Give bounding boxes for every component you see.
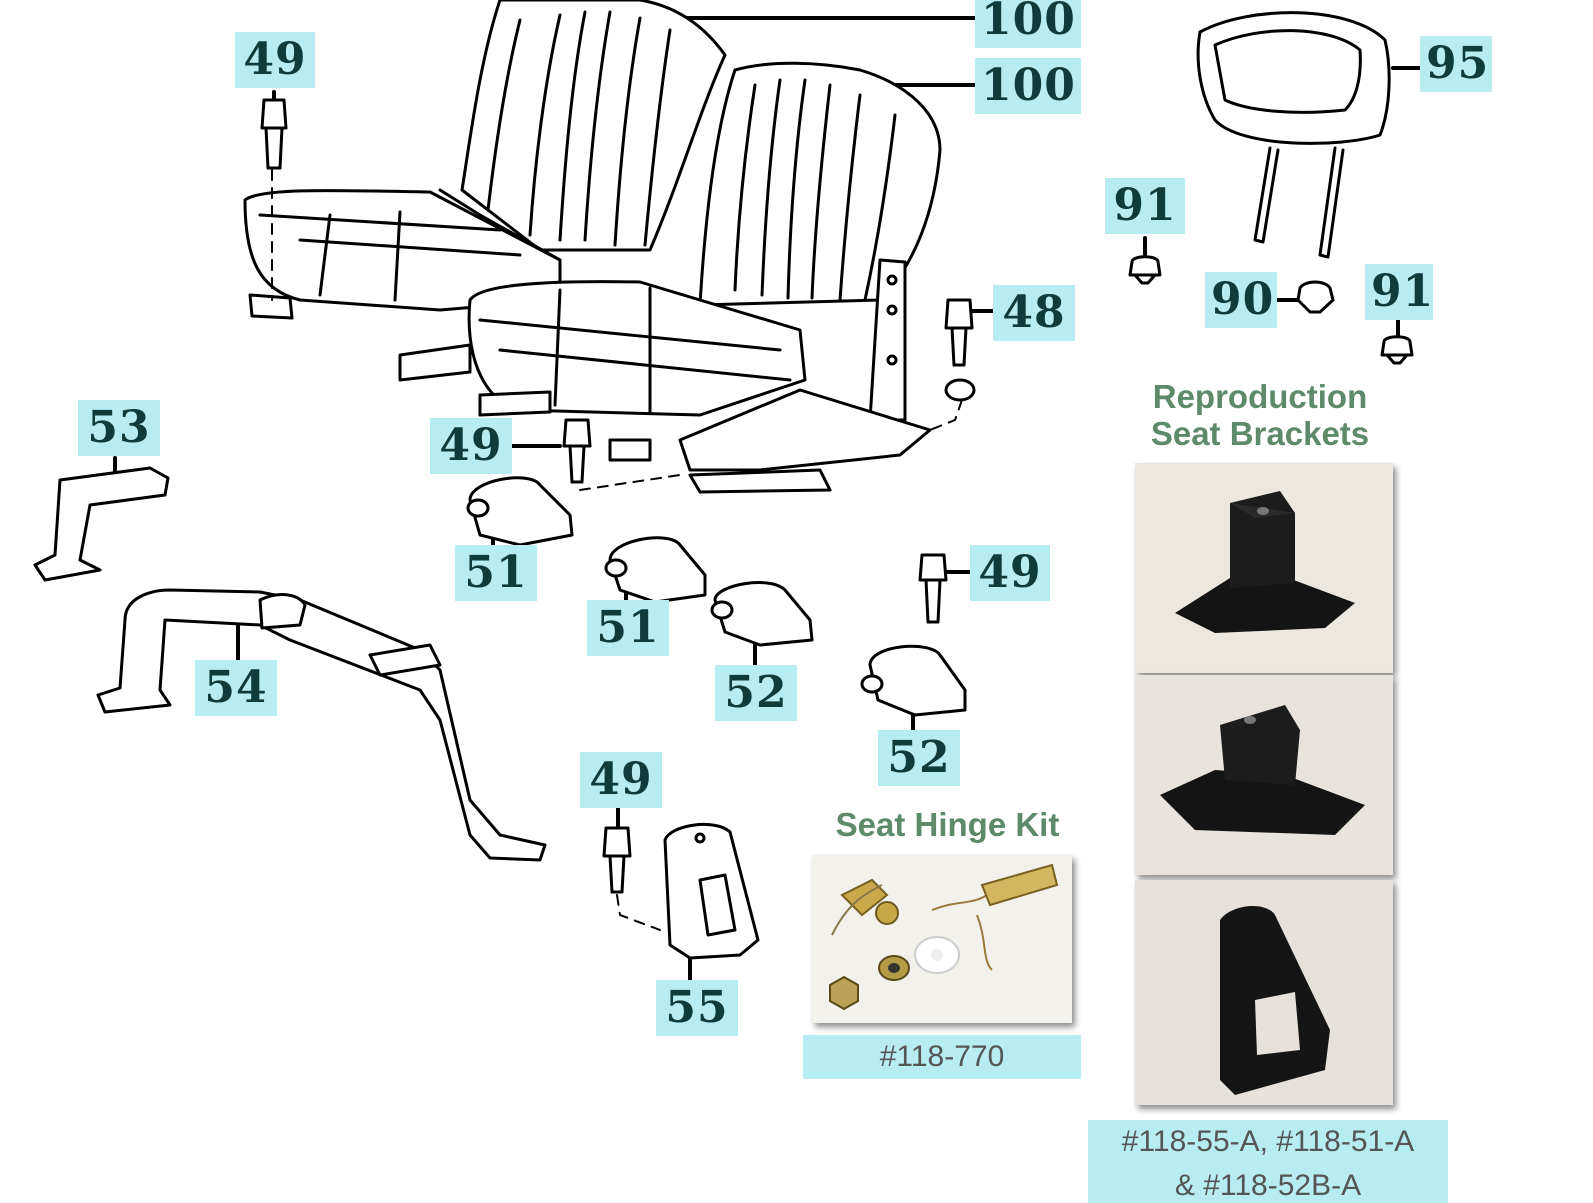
reproduction-heading-line2: Seat Brackets [1150, 415, 1370, 452]
callout-51-hinge-a: 51 [455, 545, 537, 601]
hinges-drawing [466, 476, 967, 717]
bracket-photo-1-art [1135, 463, 1393, 673]
hinge-kit-part-number: #118-770 [803, 1035, 1081, 1079]
bolts-drawing [260, 98, 976, 931]
callout-52-hinge-a: 52 [715, 665, 797, 721]
callout-49-bolt-right: 49 [970, 545, 1050, 601]
callout-49-bolt-top: 49 [235, 32, 315, 88]
bracket-photo-2[interactable] [1135, 675, 1393, 875]
frame-54-drawing [96, 588, 547, 862]
bracket-photo-3-art [1135, 880, 1393, 1105]
right-seat-drawing [467, 61, 942, 494]
brackets-part-numbers: #118-55-A, #118-51-A & #118-52B-A [1088, 1120, 1448, 1203]
callout-100-left-seat: 100 [975, 0, 1081, 48]
callout-54-frame: 54 [195, 660, 277, 716]
hinge-kit-heading: Seat Hinge Kit [835, 806, 1060, 843]
callout-49-bolt-bottom: 49 [580, 752, 662, 808]
callout-95-headrest: 95 [1420, 36, 1492, 92]
callout-100-right-seat: 100 [975, 58, 1081, 114]
headrest-drawing [1196, 11, 1391, 259]
callout-91-grommet-left: 91 [1105, 178, 1185, 234]
hinge-kit-photo-art [812, 855, 1072, 1023]
left-seat-drawing [243, 0, 727, 382]
callout-48-bolt: 48 [993, 285, 1075, 341]
reproduction-heading-line1: Reproduction [1152, 378, 1368, 415]
callout-52-hinge-b: 52 [878, 730, 960, 786]
cover-55-drawing [663, 822, 760, 960]
bracket-photo-3[interactable] [1135, 880, 1393, 1105]
callout-53-bracket: 53 [78, 400, 160, 456]
bracket-photo-1[interactable] [1135, 463, 1393, 673]
bracket-53-drawing [33, 466, 170, 582]
brackets-part-numbers-line2: & #118-52B-A [1174, 1169, 1362, 1202]
callout-90-grommet: 90 [1205, 272, 1277, 328]
callout-91-grommet-right: 91 [1365, 264, 1433, 320]
grommets-drawing [1128, 255, 1414, 365]
seat-hinge-kit-photo[interactable] [812, 855, 1072, 1023]
reproduction-brackets-heading: Reproduction Seat Brackets [1115, 378, 1405, 452]
brackets-part-numbers-line1: #118-55-A, #118-51-A [1121, 1125, 1415, 1158]
bracket-photo-2-art [1135, 675, 1393, 875]
callout-55-cover: 55 [656, 980, 738, 1036]
callout-51-hinge-b: 51 [587, 600, 669, 656]
callout-49-bolt-mid: 49 [430, 418, 512, 474]
